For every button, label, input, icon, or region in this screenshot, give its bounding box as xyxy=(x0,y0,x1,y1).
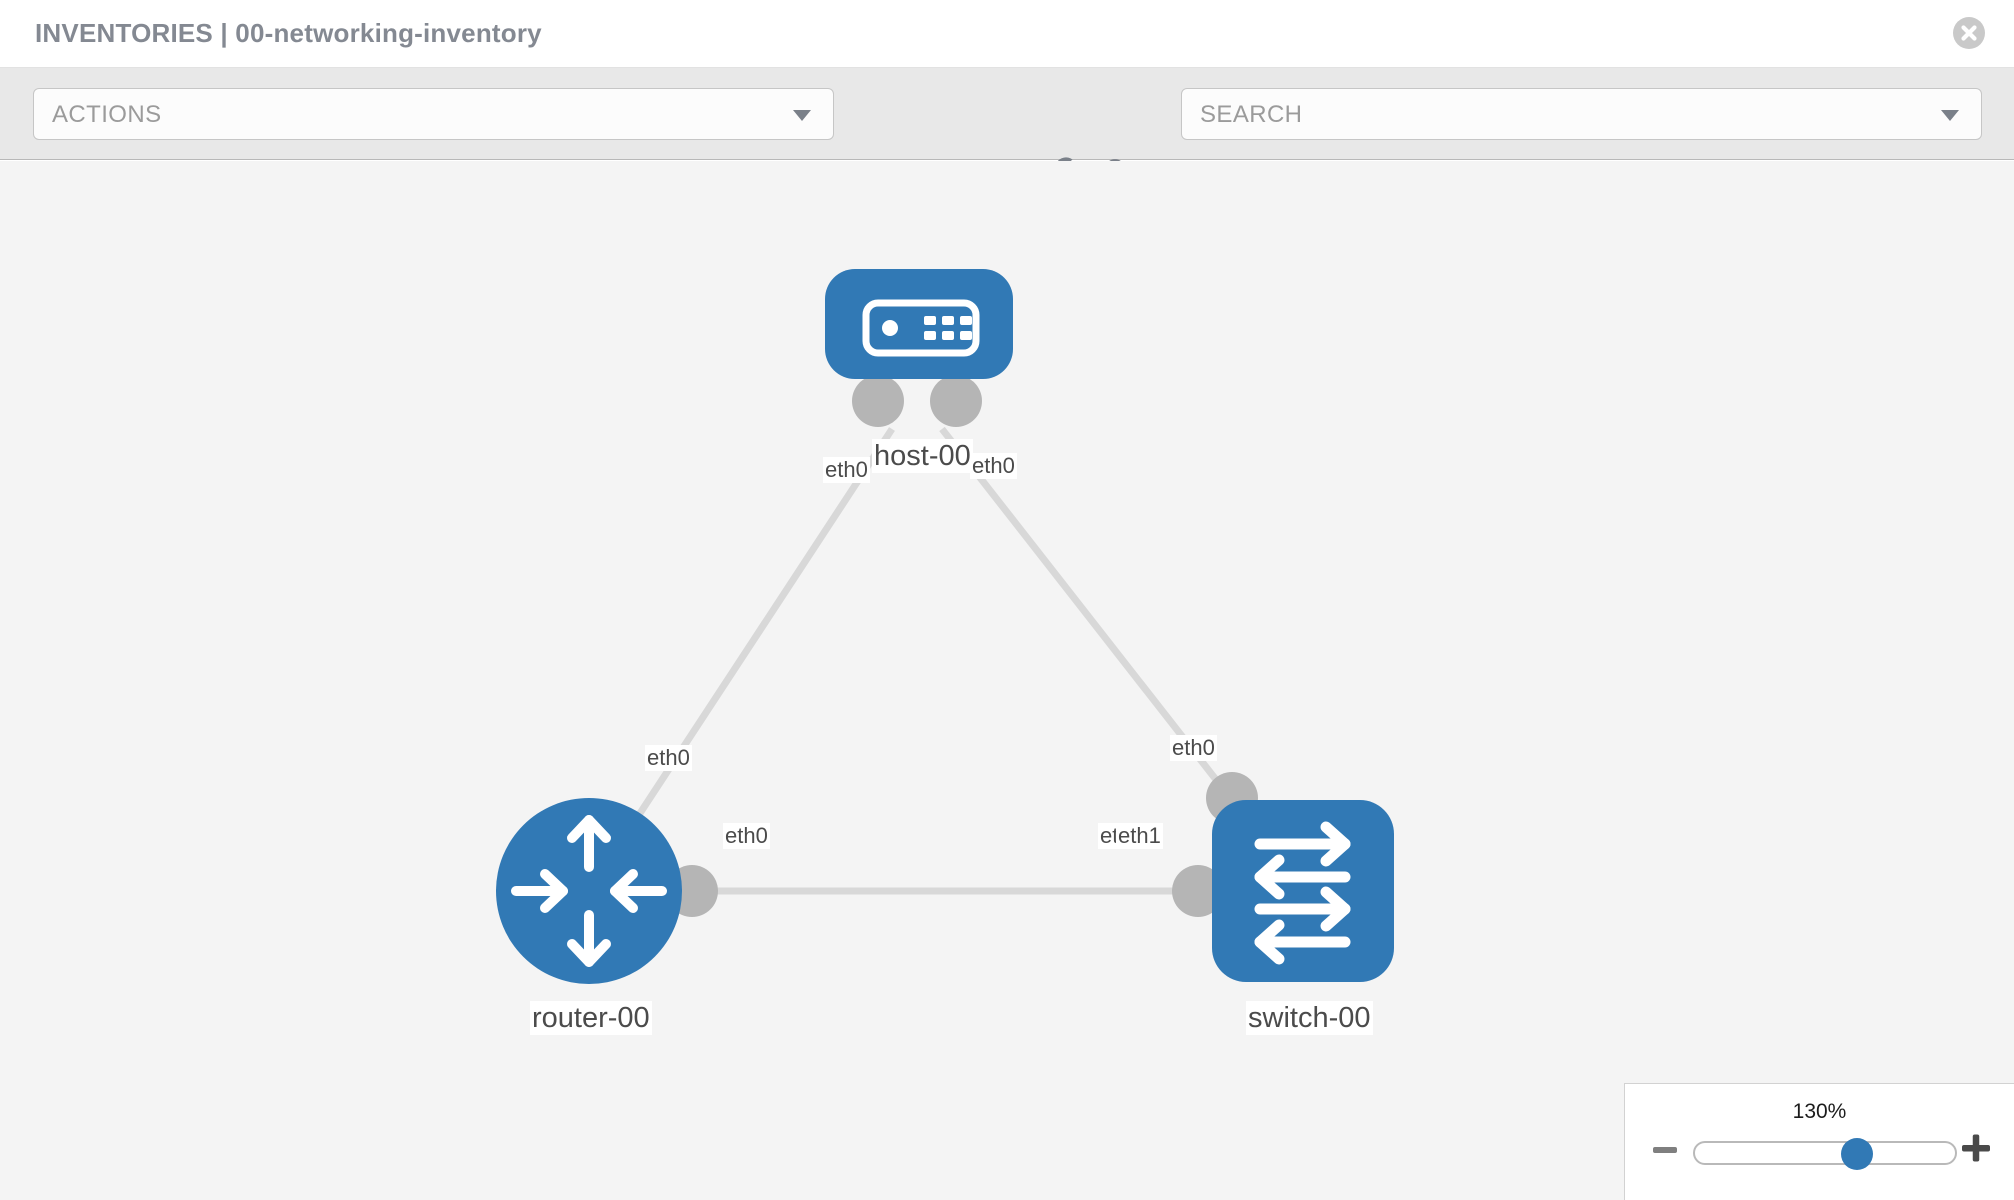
close-icon[interactable] xyxy=(1952,16,1986,50)
iface-label-host-eth0-right: eth0 xyxy=(970,453,1017,479)
zoom-slider-thumb[interactable] xyxy=(1841,1138,1873,1170)
toolbar: ACTIONS SEARCH xyxy=(0,68,2014,191)
chevron-down-icon xyxy=(1941,110,1959,121)
switch-arrows-icon xyxy=(1254,821,1351,965)
server-device-icon xyxy=(862,299,980,357)
port-switch-eth1 xyxy=(1172,865,1224,917)
port-host-eth0-left xyxy=(852,375,904,427)
iface-label-switch-eth0: eth0 xyxy=(1170,735,1217,761)
topology-graph xyxy=(496,269,1394,984)
topology-links xyxy=(586,426,1306,895)
plus-icon[interactable] xyxy=(1960,1132,1992,1164)
actions-dropdown[interactable]: ACTIONS xyxy=(33,88,834,140)
iface-label-switch-eth1: eth1 xyxy=(1116,823,1163,849)
zoom-slider[interactable] xyxy=(1693,1138,1957,1170)
node-host-00-shape xyxy=(825,269,1013,379)
chevron-down-icon xyxy=(793,110,811,121)
node-switch-00 xyxy=(1212,800,1394,982)
node-switch-00-shape xyxy=(1212,800,1394,982)
node-router-00-shape xyxy=(496,798,682,984)
node-host-00 xyxy=(825,269,1013,379)
node-label-router-00: router-00 xyxy=(530,1001,652,1035)
iface-label-router-eth0-up: eth0 xyxy=(645,745,692,771)
iface-label-host-eth0-left: eth0 xyxy=(823,457,870,483)
zoom-control-panel: 130% xyxy=(1624,1083,2014,1200)
iface-label-router-eth0-right: eth0 xyxy=(723,823,770,849)
page-header: INVENTORIES | 00-networking-inventory xyxy=(0,0,2014,68)
port-host-eth0-right xyxy=(930,375,982,427)
search-input[interactable]: SEARCH xyxy=(1181,88,1982,140)
minus-icon[interactable] xyxy=(1651,1136,1679,1164)
search-placeholder: SEARCH xyxy=(1200,101,1303,128)
page-title: INVENTORIES | 00-networking-inventory xyxy=(35,18,542,48)
zoom-level-value: 130% xyxy=(1792,1100,1847,1123)
router-arrows-icon xyxy=(511,815,667,967)
topology-canvas[interactable]: host-00 router-00 switch-00 eth0 eth0 et… xyxy=(0,161,2014,1200)
node-router-00 xyxy=(496,798,682,984)
node-label-host-00: host-00 xyxy=(872,439,973,473)
node-label-switch-00: switch-00 xyxy=(1246,1001,1373,1035)
actions-dropdown-label: ACTIONS xyxy=(52,101,162,128)
